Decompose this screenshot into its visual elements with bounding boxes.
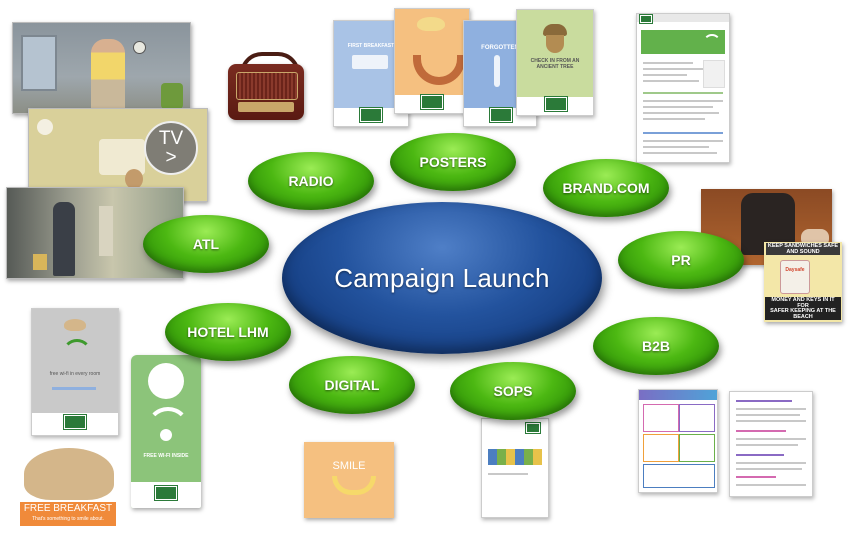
node-pr-label: PR xyxy=(671,252,691,268)
retro-radio xyxy=(226,52,308,122)
sausage-smile-icon xyxy=(413,55,465,85)
poster-first-breakfast-title: FIRST BREAKFAST xyxy=(347,43,395,49)
door-hanger-text: FREE WI-FI INSIDE xyxy=(143,453,189,459)
node-digital[interactable]: DIGITAL xyxy=(289,356,415,414)
web-sidebar-box xyxy=(703,60,725,88)
hotel-logo-icon xyxy=(545,97,567,111)
acorn-nut-icon xyxy=(546,35,564,53)
node-b2b[interactable]: B2B xyxy=(593,317,719,375)
bed-icon xyxy=(352,55,388,69)
pr-headline-mid: MONEY AND KEYS IN IT FOR xyxy=(765,297,841,309)
hotel-logo-icon xyxy=(155,486,177,500)
b2b-box-purple xyxy=(679,404,715,432)
node-brand-com-label: BRAND.COM xyxy=(562,180,650,196)
poster-forgotten-title: FORGOTTEN xyxy=(481,45,519,51)
node-atl[interactable]: ATL xyxy=(143,215,269,273)
door-hanger: FREE WI-FI INSIDE xyxy=(131,355,201,508)
lamp-shape xyxy=(37,119,53,135)
brand-website-screenshot xyxy=(636,13,730,163)
hotel-logo-icon xyxy=(64,415,86,429)
free-breakfast-subtext: That's something to smile about. xyxy=(32,516,104,522)
poster-sausage xyxy=(394,8,470,114)
man-figure xyxy=(91,39,125,113)
tv-ad-still-room-overhead: TV > xyxy=(28,108,208,202)
node-b2b-label: B2B xyxy=(641,338,670,354)
node-hotel-lhm[interactable]: HOTEL LHM xyxy=(165,303,291,361)
wifi-card-lines xyxy=(52,387,96,390)
hotel-logo-icon xyxy=(360,108,382,122)
keyhole-icon xyxy=(160,429,172,441)
green-chair xyxy=(161,83,183,109)
toothbrush-icon xyxy=(494,55,500,87)
tv-play-badge[interactable]: TV > xyxy=(144,121,198,175)
hotel-logo-icon xyxy=(490,108,512,122)
wifi-card-text: free wi-fi in every room xyxy=(49,371,101,377)
suitcase-shape xyxy=(33,254,47,270)
b2b-box-blue xyxy=(643,464,715,488)
poster-acorn-text: CHECK IN FROM AN ANCIENT TREE xyxy=(530,58,580,70)
smile-mouth-icon xyxy=(332,476,376,495)
hotel-logo-icon xyxy=(640,15,652,23)
node-sops-label: SOPS xyxy=(493,383,533,399)
free-breakfast-label-bg xyxy=(20,502,116,526)
pr-headline-bottom: SAFER KEEPING AT THE BEACH xyxy=(765,308,841,320)
b2b-newsletter-text xyxy=(729,391,813,497)
free-breakfast-croissant: FREE BREAKFAST That's something to smile… xyxy=(20,446,116,526)
wifi-lock-icon xyxy=(146,407,190,451)
play-icon: > xyxy=(165,147,177,168)
croissant-icon xyxy=(417,17,445,31)
b2b-header xyxy=(639,390,717,400)
node-brand-com[interactable]: BRAND.COM xyxy=(543,159,669,217)
tin-product: Daysafe xyxy=(780,260,810,294)
web-header-bar xyxy=(637,14,729,22)
b2b-box-pink xyxy=(643,404,679,432)
wifi-icon xyxy=(62,339,92,369)
pr-headline-top: KEEP SANDWICHES SAFE AND SOUND xyxy=(766,243,840,255)
b2b-newsletter-colorful xyxy=(638,389,718,493)
man-in-suit xyxy=(53,202,75,276)
digital-smile-banner: SMILE xyxy=(304,442,394,518)
wall-clock xyxy=(133,41,146,54)
radio-dial xyxy=(238,102,294,112)
free-breakfast-label: FREE BREAKFAST xyxy=(23,503,113,514)
poster-acorn: CHECK IN FROM AN ANCIENT TREE xyxy=(516,9,594,116)
tv-ad-still-man-phone xyxy=(12,22,191,114)
acorn-cap-icon xyxy=(543,24,567,36)
node-digital-label: DIGITAL xyxy=(324,377,380,393)
node-pr[interactable]: PR xyxy=(618,231,744,289)
hotel-logo-icon xyxy=(421,95,443,109)
door-hanger-hole xyxy=(148,363,184,399)
radio-grille xyxy=(236,72,298,100)
node-posters-label: POSTERS xyxy=(419,154,487,170)
tv-label: TV xyxy=(158,128,184,149)
node-posters[interactable]: POSTERS xyxy=(390,133,516,191)
b2b-box-green xyxy=(679,434,715,462)
sops-photo-strip xyxy=(488,449,542,465)
b2b-box-orange xyxy=(643,434,679,462)
node-atl-label: ATL xyxy=(192,236,220,252)
node-radio[interactable]: RADIO xyxy=(248,152,374,210)
radio-body xyxy=(228,64,304,120)
campaign-launch-hub[interactable]: Campaign Launch xyxy=(282,202,602,354)
door-shape xyxy=(99,206,113,256)
hotel-logo-icon xyxy=(526,423,540,433)
croissant-icon xyxy=(64,319,86,331)
node-radio-label: RADIO xyxy=(288,173,334,189)
wifi-icon xyxy=(703,34,721,52)
person-shape xyxy=(125,169,143,189)
node-sops[interactable]: SOPS xyxy=(450,362,576,420)
croissant-icon xyxy=(24,448,114,500)
tin-label: Daysafe xyxy=(785,267,805,273)
hotel-wifi-card: free wi-fi in every room xyxy=(31,308,119,436)
window-shape xyxy=(21,35,57,91)
campaign-launch-label: Campaign Launch xyxy=(334,262,550,293)
node-hotel-lhm-label: HOTEL LHM xyxy=(187,324,269,340)
sops-brochure xyxy=(481,418,549,518)
pr-news-clipping: KEEP SANDWICHES SAFE AND SOUND Daysafe M… xyxy=(764,242,842,322)
smile-label: SMILE xyxy=(332,460,366,472)
